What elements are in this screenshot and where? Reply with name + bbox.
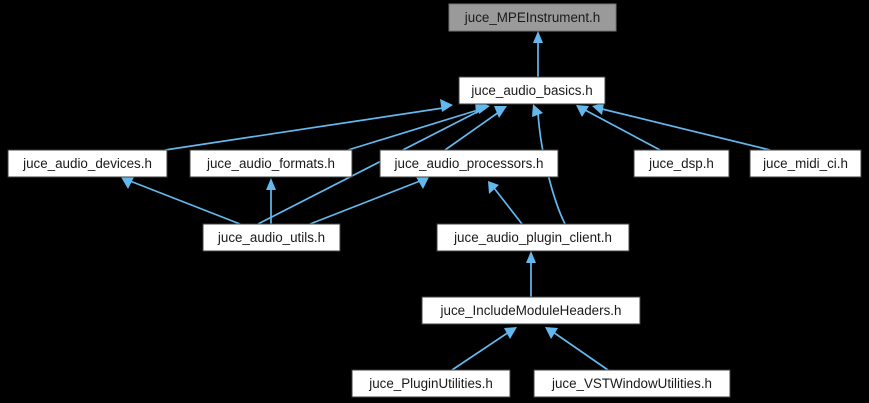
edge-audio_utils-to-audio_processors: [309, 177, 429, 225]
arrowhead-icon: [532, 104, 543, 117]
graph-node-midi_ci[interactable]: juce_midi_ci.h: [749, 149, 862, 178]
arrowhead-icon: [526, 251, 536, 263]
edge-audio_utils-to-audio_formats: [266, 178, 276, 224]
arrowhead-icon: [533, 31, 543, 43]
node-label: juce_IncludeModuleHeaders.h: [440, 303, 622, 318]
node-box[interactable]: [633, 149, 730, 178]
arrowhead-icon: [545, 327, 558, 339]
graph-node-mpe_instrument[interactable]: juce_MPEInstrument.h: [448, 3, 617, 32]
arrowhead-icon: [576, 105, 589, 117]
edge-line: [584, 109, 661, 151]
node-box[interactable]: [421, 296, 641, 325]
graph-node-audio_utils[interactable]: juce_audio_utils.h: [202, 223, 341, 252]
edge-line: [347, 109, 479, 151]
edge-audio_plugin_client-to-audio_processors: [488, 181, 523, 225]
node-box[interactable]: [202, 223, 341, 252]
node-box[interactable]: [458, 76, 606, 105]
edge-dsp-to-audio_basics: [576, 105, 661, 151]
edge-plugin_utilities-to-include_module_headers: [451, 327, 517, 371]
node-box[interactable]: [448, 3, 617, 32]
node-label: juce_MPEInstrument.h: [464, 10, 600, 25]
node-label: juce_audio_utils.h: [217, 230, 325, 245]
node-box[interactable]: [436, 223, 630, 252]
graph-node-vst_window_utilities[interactable]: juce_VSTWindowUtilities.h: [533, 369, 731, 398]
graph-node-audio_basics[interactable]: juce_audio_basics.h: [458, 76, 606, 105]
nodes-layer: juce_MPEInstrument.h juce_audio_basics.hj…: [7, 3, 862, 398]
arrowhead-icon: [121, 177, 134, 189]
graph-node-audio_formats[interactable]: juce_audio_formats.h: [189, 149, 353, 178]
edge-line: [309, 180, 421, 225]
arrowhead-icon: [440, 99, 453, 112]
graph-node-audio_plugin_client[interactable]: juce_audio_plugin_client.h: [436, 223, 630, 252]
arrowhead-icon: [416, 177, 429, 189]
arrowhead-icon: [266, 178, 276, 190]
node-box[interactable]: [749, 149, 862, 178]
node-box[interactable]: [7, 149, 168, 178]
arrowhead-icon: [488, 181, 499, 194]
edge-line: [164, 107, 444, 151]
graph-node-audio_devices[interactable]: juce_audio_devices.h: [7, 149, 168, 178]
edge-audio_devices-to-audio_basics: [164, 99, 453, 151]
edge-line: [451, 331, 510, 371]
edge-vst_window_utilities-to-include_module_headers: [545, 327, 609, 371]
edge-line: [493, 187, 523, 225]
edge-line: [552, 331, 609, 371]
node-label: juce_midi_ci.h: [762, 156, 848, 171]
node-box[interactable]: [189, 149, 353, 178]
edge-line: [444, 111, 500, 151]
node-label: juce_audio_basics.h: [470, 83, 592, 98]
graph-node-dsp[interactable]: juce_dsp.h: [633, 149, 730, 178]
edge-line: [257, 109, 482, 225]
node-label: juce_PluginUtilities.h: [368, 376, 493, 391]
edge-midi_ci-to-audio_basics: [592, 103, 771, 151]
edge-line: [129, 180, 241, 225]
edges-layer: [121, 31, 771, 371]
edge-include_module_headers-to-audio_plugin_client: [526, 251, 536, 297]
edge-audio_processors-to-audio_basics: [444, 106, 507, 151]
edge-audio_basics-to-mpe_instrument: [533, 31, 543, 77]
node-label: juce_dsp.h: [648, 156, 714, 171]
arrowhead-icon: [592, 103, 604, 115]
graph-node-audio_processors[interactable]: juce_audio_processors.h: [379, 149, 559, 178]
edge-line: [601, 108, 771, 151]
edge-audio_utils-to-audio_devices: [121, 177, 241, 225]
arrowhead-icon: [494, 106, 507, 118]
node-label: juce_audio_formats.h: [206, 156, 335, 171]
node-box[interactable]: [351, 369, 511, 398]
node-label: juce_audio_devices.h: [22, 156, 152, 171]
node-label: juce_VSTWindowUtilities.h: [551, 376, 712, 391]
graph-node-plugin_utilities[interactable]: juce_PluginUtilities.h: [351, 369, 511, 398]
node-box[interactable]: [379, 149, 559, 178]
arrowhead-icon: [504, 327, 517, 339]
graph-node-include_module_headers[interactable]: juce_IncludeModuleHeaders.h: [421, 296, 641, 325]
node-label: juce_audio_processors.h: [394, 156, 544, 171]
node-box[interactable]: [533, 369, 731, 398]
node-label: juce_audio_plugin_client.h: [453, 230, 612, 245]
